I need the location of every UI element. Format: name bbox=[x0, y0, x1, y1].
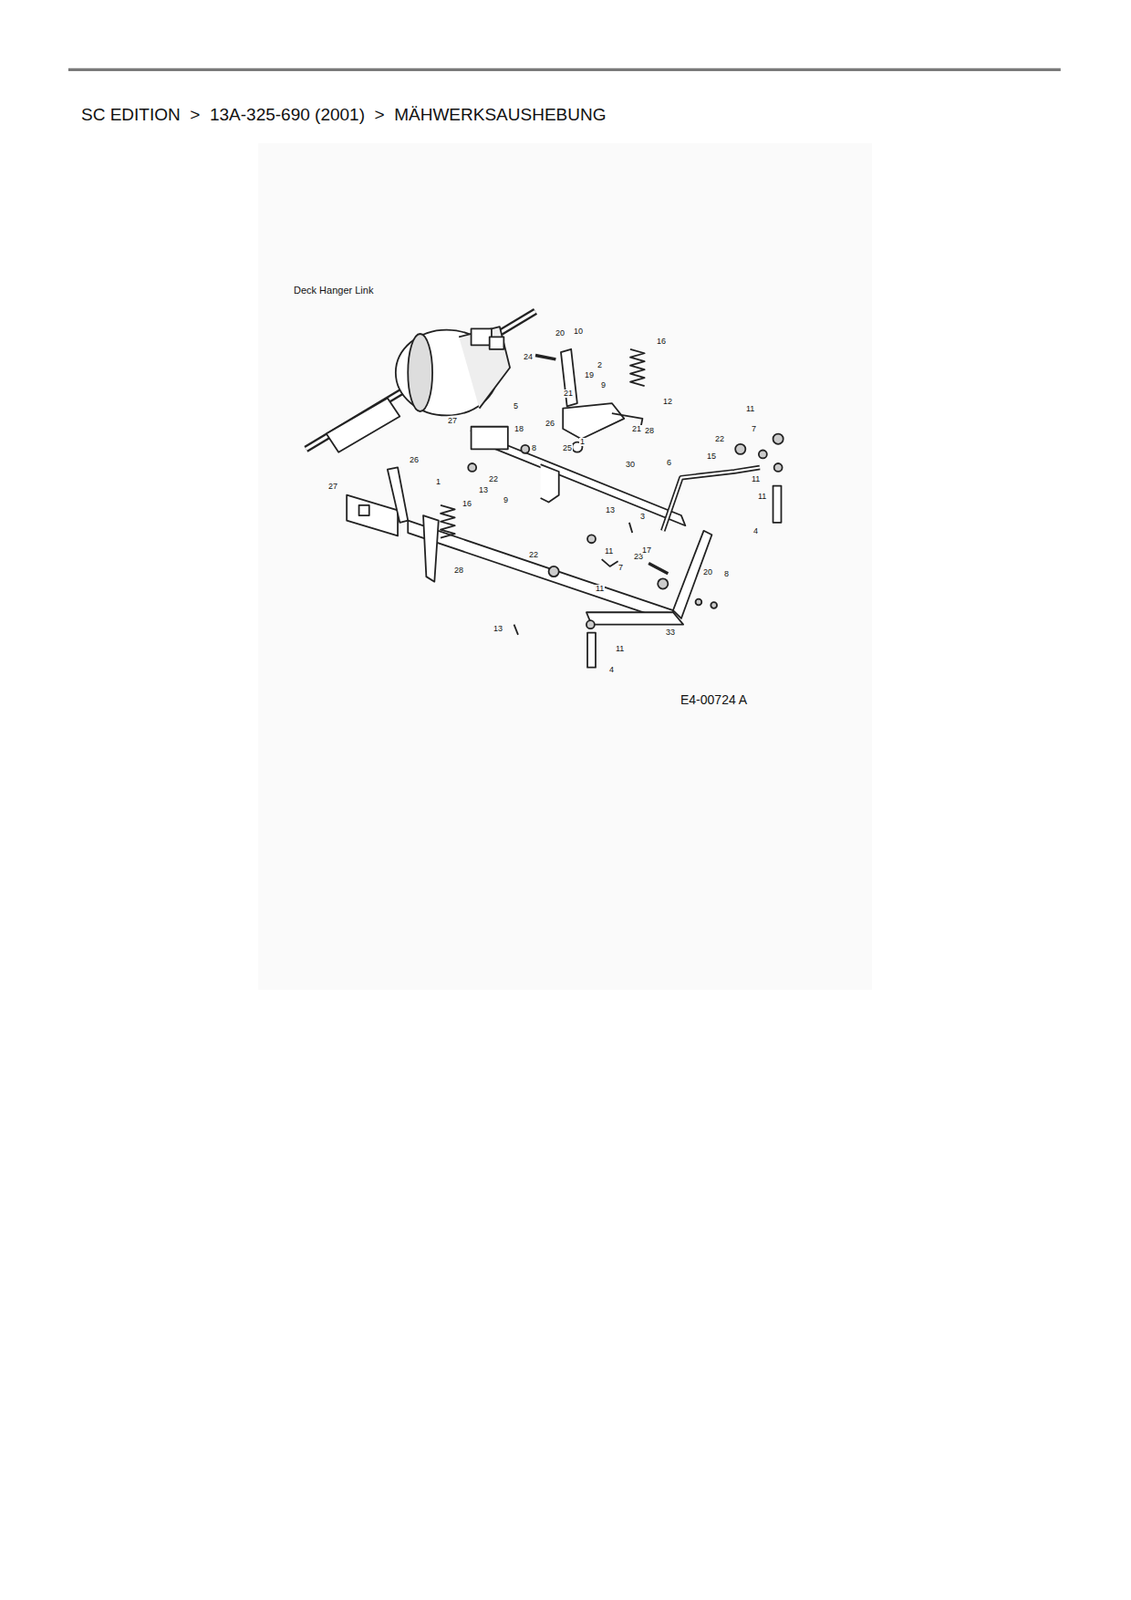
callout-number: 10 bbox=[572, 327, 584, 336]
callout-number: 1 bbox=[579, 437, 586, 447]
callout-number: 7 bbox=[750, 425, 758, 434]
callout-number: 16 bbox=[461, 499, 473, 509]
callout-number: 13 bbox=[477, 486, 489, 495]
callout-number: 17 bbox=[641, 546, 653, 555]
callout-number: 28 bbox=[453, 566, 465, 575]
callout-number: 11 bbox=[603, 547, 614, 556]
callout-number: 11 bbox=[757, 492, 768, 501]
breadcrumb-title: SC EDITION > 13A-325-690 (2001) > MÄHWER… bbox=[81, 105, 606, 124]
callout-number: 8 bbox=[723, 570, 730, 579]
figure-label: E4-00724 A bbox=[680, 693, 748, 706]
callout-number: 26 bbox=[408, 456, 420, 465]
callout-number: 11 bbox=[750, 475, 761, 484]
callout-number: 12 bbox=[662, 397, 674, 406]
callout-number: 21 bbox=[562, 389, 574, 398]
callout-number: 9 bbox=[502, 496, 509, 505]
callout-number: 24 bbox=[522, 352, 534, 362]
callout-number: 1 bbox=[435, 477, 442, 487]
callout-number: 33 bbox=[664, 628, 676, 637]
callout-number: 21 bbox=[631, 425, 643, 434]
callout-number: 11 bbox=[594, 584, 605, 593]
callout-number: 11 bbox=[614, 644, 625, 654]
callout-number: 20 bbox=[554, 329, 566, 338]
callout-number: 22 bbox=[714, 435, 726, 444]
callout-number: 5 bbox=[512, 402, 519, 411]
callout-number: 27 bbox=[446, 416, 458, 426]
callout-number: 7 bbox=[617, 563, 624, 572]
callout-number: 4 bbox=[608, 665, 615, 675]
callout-number: 22 bbox=[528, 550, 540, 560]
callout-number: 8 bbox=[530, 444, 538, 453]
callout-number: 2 bbox=[596, 361, 603, 370]
callout-number: 30 bbox=[624, 460, 636, 469]
callout-number: 28 bbox=[643, 426, 655, 436]
callout-number: 20 bbox=[702, 568, 714, 577]
callout-number: 27 bbox=[327, 482, 339, 491]
callout-number: 16 bbox=[655, 337, 667, 346]
callout-number: 3 bbox=[639, 512, 646, 521]
callout-number: 26 bbox=[544, 419, 556, 428]
callout-number: 4 bbox=[752, 527, 759, 536]
figure-label: Deck Hanger Link bbox=[293, 285, 374, 296]
callout-number: 13 bbox=[604, 506, 616, 515]
callout-number: 11 bbox=[745, 404, 756, 414]
callout-number: 22 bbox=[487, 475, 499, 484]
callout-number: 25 bbox=[561, 444, 573, 453]
callout-number: 6 bbox=[665, 458, 673, 467]
callout-number: 9 bbox=[600, 381, 607, 390]
callout-number: 19 bbox=[583, 371, 595, 380]
callout-number: 15 bbox=[705, 452, 717, 461]
callout-number: 13 bbox=[492, 624, 504, 633]
callout-number: 18 bbox=[513, 425, 525, 434]
